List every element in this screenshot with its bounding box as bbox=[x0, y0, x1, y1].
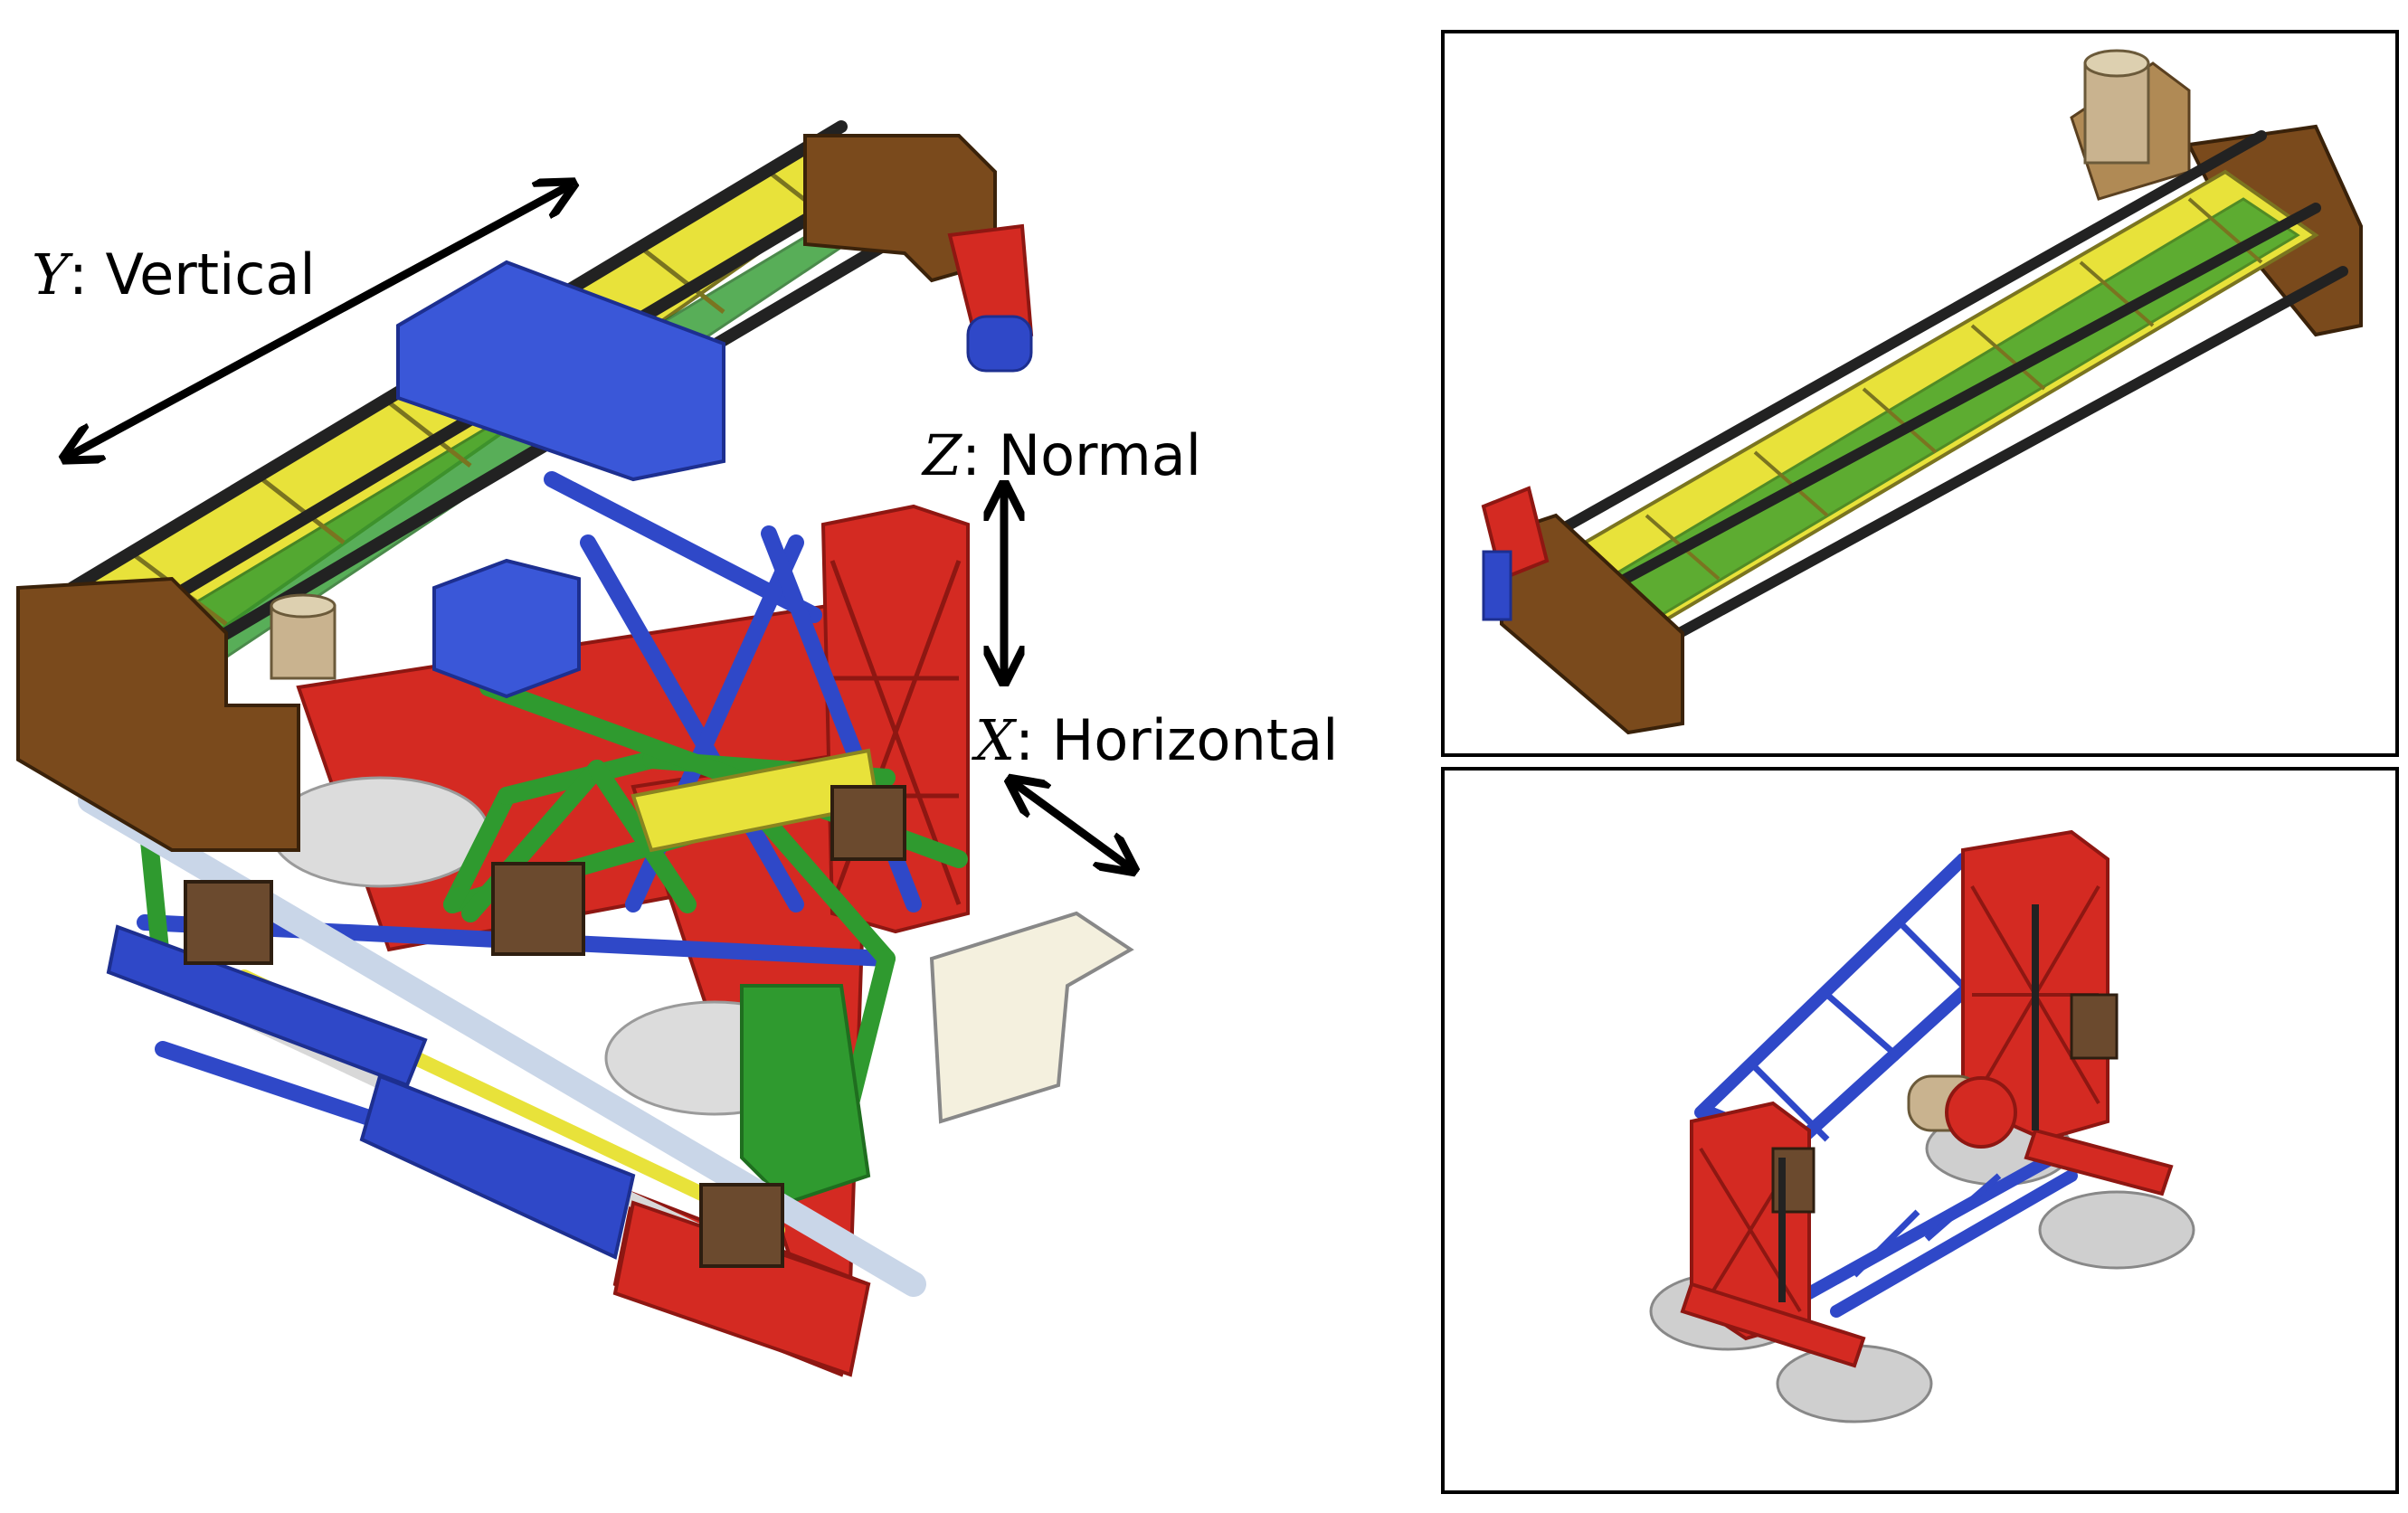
y-axis-arrow bbox=[68, 185, 570, 457]
y-axis-label: Y: Vertical bbox=[32, 241, 316, 307]
x-axis-arrow bbox=[1013, 782, 1131, 868]
main-assembly bbox=[16, 120, 1134, 1377]
top-roller bbox=[966, 315, 1033, 373]
front-end-plate bbox=[16, 576, 300, 852]
z-axis-label: Z: Normal bbox=[921, 422, 1201, 488]
top-right-panel bbox=[1441, 30, 2399, 757]
tan-cylinder bbox=[270, 593, 337, 680]
cream-bracket bbox=[929, 911, 1134, 1124]
motors bbox=[184, 785, 906, 1268]
green-bracket bbox=[740, 984, 871, 1206]
bottom-right-panel bbox=[1441, 767, 2399, 1494]
x-axis-label: X: Horizontal bbox=[972, 707, 1338, 773]
